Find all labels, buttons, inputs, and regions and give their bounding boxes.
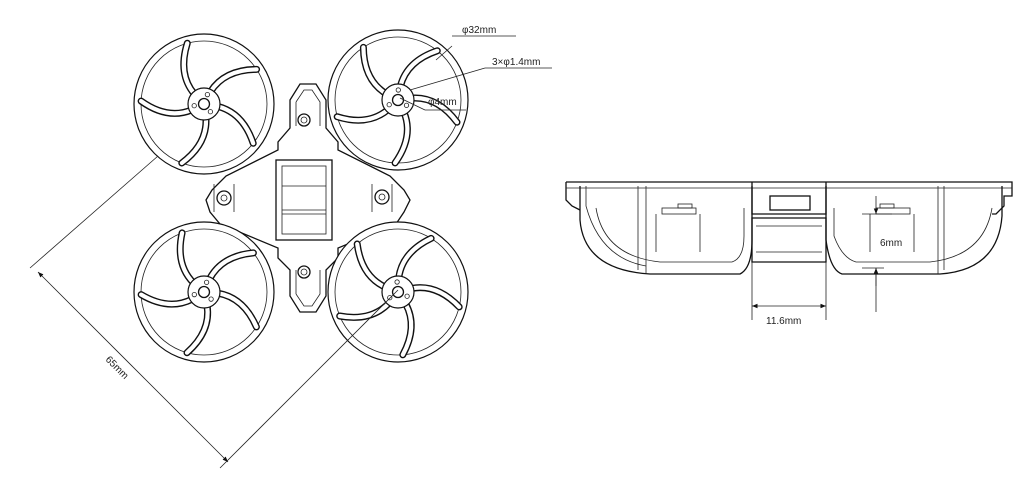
height-label: 6mm bbox=[880, 238, 902, 249]
mount-hole bbox=[403, 102, 410, 108]
prop-guards bbox=[133, 29, 469, 363]
mount-hole bbox=[207, 109, 213, 115]
mount-hole bbox=[395, 87, 401, 93]
pod-width-label: 11.6mm bbox=[766, 316, 801, 327]
guard-spoke-inner bbox=[409, 95, 460, 125]
holes-leader bbox=[409, 67, 486, 91]
guard-spoke-inner bbox=[181, 41, 197, 96]
guard-spoke-inner bbox=[139, 99, 194, 116]
motor-hub bbox=[381, 83, 415, 117]
center-hole bbox=[391, 285, 405, 299]
wheelbase-label: 65mm bbox=[103, 354, 130, 381]
mount-hole bbox=[386, 102, 392, 108]
motor-hub bbox=[187, 275, 221, 309]
prop-guard-rear-left bbox=[133, 221, 275, 363]
motor-hub bbox=[381, 275, 415, 309]
guard-spoke-inner bbox=[335, 107, 390, 123]
guard-spoke-inner bbox=[409, 285, 462, 309]
guard-spoke-inner bbox=[393, 110, 410, 165]
guard-spoke-inner bbox=[396, 236, 434, 281]
left-duct bbox=[579, 186, 753, 275]
side-view: 6mm 11.6mm bbox=[565, 181, 1013, 327]
right-duct bbox=[825, 186, 1003, 275]
prop-guard-rear-right bbox=[327, 221, 469, 363]
guard-spoke-inner bbox=[337, 300, 392, 320]
prop-guard-front-right bbox=[327, 29, 469, 171]
top-view: φ32mm 3×φ1.4mm φ4mm 65mm bbox=[29, 25, 552, 469]
mount-hole bbox=[191, 103, 197, 109]
phi4-leader bbox=[399, 97, 426, 111]
frame-body bbox=[205, 83, 411, 313]
mount-hole bbox=[404, 293, 410, 299]
mount-hole bbox=[387, 295, 393, 301]
center-pod bbox=[751, 182, 827, 263]
prop-guard-front-left bbox=[133, 33, 275, 175]
center-hole-label: φ4mm bbox=[428, 97, 457, 108]
guard-spoke-inner bbox=[398, 48, 440, 89]
center-hole bbox=[197, 97, 211, 111]
mount-holes-label: 3×φ1.4mm bbox=[492, 57, 540, 68]
guard-spoke-inner bbox=[215, 104, 256, 146]
phi32-leader bbox=[435, 45, 453, 61]
motor-hub bbox=[187, 87, 221, 121]
guard-spoke-inner bbox=[400, 301, 414, 357]
guard-inner-ring bbox=[334, 228, 462, 356]
prop-guard-diameter-label: φ32mm bbox=[462, 25, 496, 36]
height-dimension: 6mm bbox=[862, 196, 902, 312]
guard-spoke-inner bbox=[355, 241, 387, 290]
guard-spoke-inner bbox=[208, 67, 259, 94]
guard-spoke-inner bbox=[179, 115, 209, 166]
guard-spoke-inner bbox=[361, 45, 388, 96]
mount-hole bbox=[204, 92, 210, 98]
pod-width-dimension: 11.6mm bbox=[751, 262, 827, 327]
mount-hole bbox=[394, 279, 400, 285]
